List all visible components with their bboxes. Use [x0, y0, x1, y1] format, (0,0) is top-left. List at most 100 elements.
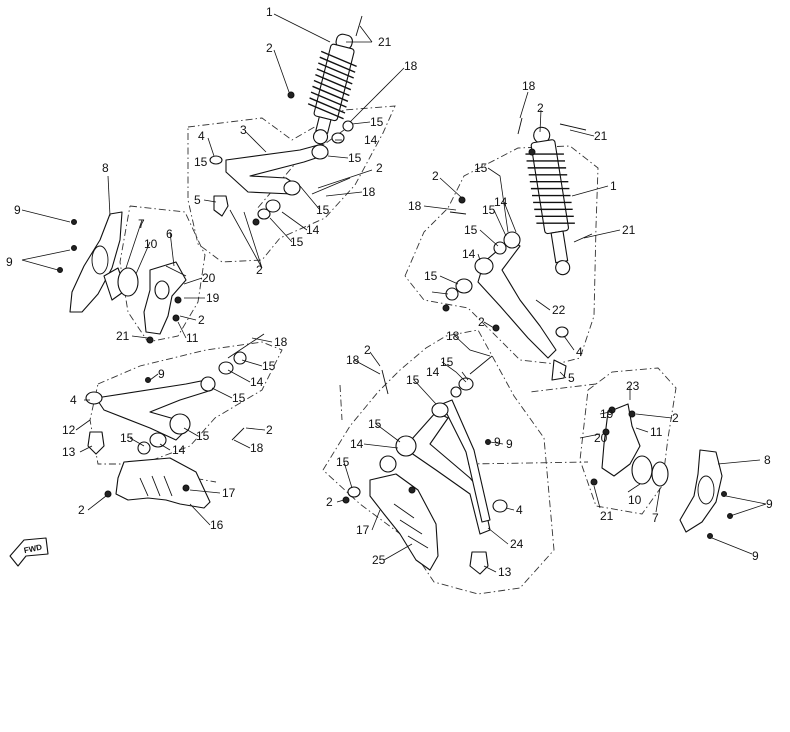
callout-sleeve-lr-1: 14	[426, 365, 440, 379]
lower-right-a-arm	[342, 355, 508, 575]
right-shock-spring	[525, 153, 575, 224]
callout-sleeve-ur-1: 14	[494, 195, 508, 209]
lower-left-arm-sleeve	[218, 361, 234, 375]
left-skid-guard-plate	[115, 457, 211, 509]
callout-bolt-ul-2: 18	[362, 185, 376, 199]
upper-right-arm-sleeve-a	[455, 278, 473, 294]
upper-left-ball-joint-ring	[209, 155, 223, 165]
upper-left-arm-sleeve	[331, 132, 345, 144]
callout-skid-left: 16	[210, 518, 224, 532]
lower-left-arm-bolt-a	[227, 333, 265, 359]
upper-right-ball-joint-ring	[555, 326, 569, 338]
callout-nut-ll-1: 2	[266, 423, 273, 437]
right-shock-rod	[550, 230, 569, 264]
callout-bushing-lr-3: 15	[368, 417, 382, 431]
callout-bolt-knuckle-right: 19	[600, 407, 614, 421]
upper-left-a-arm	[209, 120, 354, 226]
left-knuckle-nut-b	[172, 314, 180, 322]
callout-bushing-ll-3: 15	[196, 429, 210, 443]
lower-right-arm-washer-a	[450, 386, 462, 398]
callout-pin-knuckle-left: 21	[116, 329, 130, 343]
callout-cotter-left: 11	[186, 331, 199, 345]
left-skid-guard-rib-a	[139, 475, 173, 497]
callout-screw-skid-left: 17	[222, 486, 236, 500]
callout-sleeve-lr-2: 14	[350, 437, 364, 451]
outline-link-5	[321, 129, 345, 147]
left-shock-nut	[287, 91, 295, 99]
left-shock-bottom-eye	[312, 129, 329, 145]
left-disc-bolt-b	[71, 245, 77, 251]
callout-nut-ur-1: 2	[432, 169, 439, 183]
lower-right-arm-bushing-b	[395, 435, 417, 457]
callout-bushing-lr-4: 15	[336, 455, 350, 469]
right-knuckle-nut-a	[608, 406, 616, 414]
callout-bolt-knuckle-left: 19	[206, 291, 220, 305]
callout-nut-ul-2: 2	[376, 161, 383, 175]
left-knuckle-assembly	[69, 211, 187, 344]
right-knuckle-nut-d	[602, 428, 610, 436]
callout-shock-right: 1	[610, 179, 617, 193]
callout-knuckle-bolt-right: 21	[600, 509, 614, 523]
right-knuckle-assembly	[590, 403, 723, 533]
callout-sleeve-ul-1: 14	[364, 133, 378, 147]
right-arm-nut-b	[492, 324, 500, 332]
assembly-outlines	[89, 105, 677, 595]
callout-ball-joint-ul: 5	[194, 193, 201, 207]
left-knuckle-nut-c	[146, 336, 154, 344]
lower-left-ball-joint	[87, 431, 105, 455]
callout-nut-lr-2: 2	[326, 495, 333, 509]
upper-right-arm-nut	[442, 304, 450, 312]
right-arm-grease-a	[485, 439, 491, 445]
callout-bushing-ll-4: 15	[120, 431, 134, 445]
outline-link-2	[467, 461, 589, 465]
callout-bushing-ul-3: 15	[316, 203, 330, 217]
left-skid-guard-bolt	[104, 490, 112, 498]
callout-upper-left-arm: 3	[240, 123, 247, 137]
callout-arm-ur: 22	[552, 303, 566, 317]
lower-right-ball-joint-ring	[492, 499, 508, 513]
fasteners	[57, 15, 733, 539]
callout-ring-lr: 4	[516, 503, 523, 517]
left-shock-absorber	[307, 33, 357, 145]
outline-link-1	[339, 384, 343, 421]
callout-shock-left: 1	[266, 5, 273, 19]
right-hub-bearing	[651, 461, 669, 487]
right-skid-guard	[369, 473, 439, 571]
upper-right-arm-bushing-b	[503, 231, 521, 249]
lower-left-a-arm-body	[95, 379, 213, 441]
callout-nut-ur-top: 2	[537, 101, 544, 115]
right-brake-disc-hub	[697, 475, 715, 505]
callout-ball-joint-lr: 13	[498, 565, 512, 579]
upper-right-a-arm-body	[477, 239, 557, 359]
callout-disc-left: 8	[102, 161, 109, 175]
lower-left-arm-bushing-a	[200, 376, 216, 392]
callout-bolt-ll-1: 18	[274, 335, 288, 349]
callout-nut-left-shock: 2	[266, 41, 273, 55]
right-knuckle-nut-b	[628, 410, 636, 418]
fwd-direction-arrow: FWD	[9, 537, 49, 567]
lower-right-arm-bolt-b	[381, 369, 389, 395]
callout-pin-knuckle-right: 11	[650, 425, 663, 439]
callout-bolt-lr-1: 18	[446, 329, 460, 343]
callout-seal-left: 7	[138, 217, 145, 231]
upper-right-arm-bushing-a	[474, 257, 494, 275]
callout-bolt-ur-top: 18	[522, 79, 536, 93]
callout-shock-bolt-right-bottom: 21	[622, 223, 636, 237]
callout-labels: 1 2 21 18 15 14 3 4 15 2 18 5 15 14 15 2…	[6, 5, 773, 579]
callout-bushing-ul-5: 15	[194, 155, 208, 169]
right-knuckle-body	[601, 403, 641, 477]
right-disc-bolt-a	[721, 491, 727, 497]
left-knuckle-bolt	[165, 265, 187, 277]
callout-bearing-right: 10	[628, 493, 642, 507]
callout-sleeve-ll-2: 14	[172, 443, 186, 457]
upper-left-arm-washer-a	[342, 120, 354, 132]
right-knuckle-nut-c	[590, 478, 598, 486]
lower-right-arm-sleeve-a	[458, 377, 474, 391]
lower-right-arm-washer-b	[347, 486, 361, 498]
callout-shock-bolt-left: 21	[378, 35, 392, 49]
callout-ball-joint-ur: 5	[568, 371, 575, 385]
callout-disc-bolt-right-1: 9	[766, 497, 773, 511]
callout-bolt-ur-1: 18	[408, 199, 422, 213]
callout-bushing-ul-4: 15	[290, 235, 304, 249]
left-hub-seal	[117, 267, 139, 297]
